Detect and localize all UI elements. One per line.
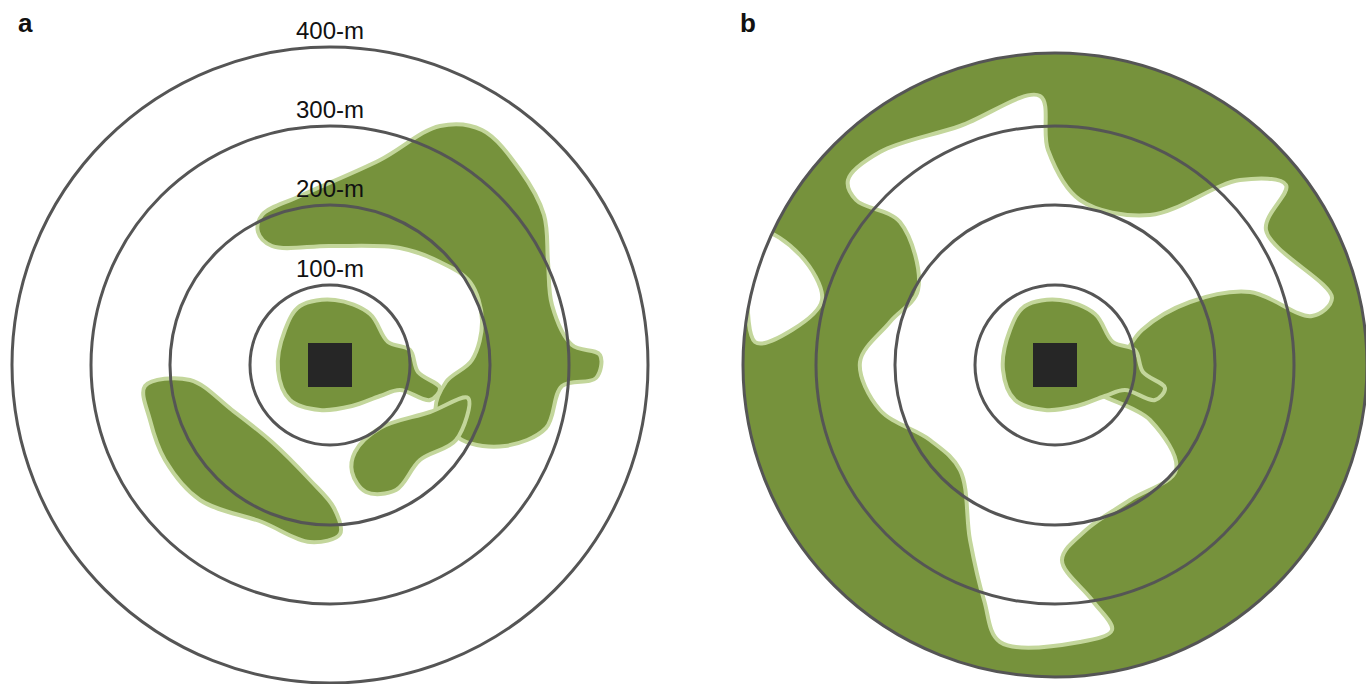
panel-letter: a <box>18 10 32 36</box>
buffer-ring <box>170 205 490 525</box>
site-square <box>308 343 352 387</box>
buffer-ring <box>816 126 1294 604</box>
open-area <box>748 231 823 343</box>
buffer-ring <box>91 126 569 604</box>
ring-distance: 400-m <box>296 19 364 43</box>
buffer-ring <box>975 285 1135 445</box>
habitat-patch <box>351 397 469 494</box>
habitat-patch <box>257 124 601 446</box>
buffer-ring <box>895 205 1215 525</box>
open-area <box>848 95 1332 648</box>
buffer-ring <box>743 53 1366 677</box>
panel-letter: b <box>740 10 756 36</box>
habitat-patch <box>278 300 440 411</box>
habitat-matrix <box>743 53 1366 677</box>
habitat-patch <box>1003 300 1165 411</box>
panel-b-figure <box>743 53 1366 677</box>
buffer-ring <box>250 285 410 445</box>
ring-distance: 300-m <box>296 98 364 122</box>
panel-a-figure <box>12 47 648 683</box>
ring-distance: 100-m <box>296 257 364 281</box>
site-square <box>1033 343 1077 387</box>
habitat-patch <box>143 378 341 542</box>
ring-distance: 200-m <box>296 177 364 201</box>
buffer-ring <box>12 47 648 683</box>
